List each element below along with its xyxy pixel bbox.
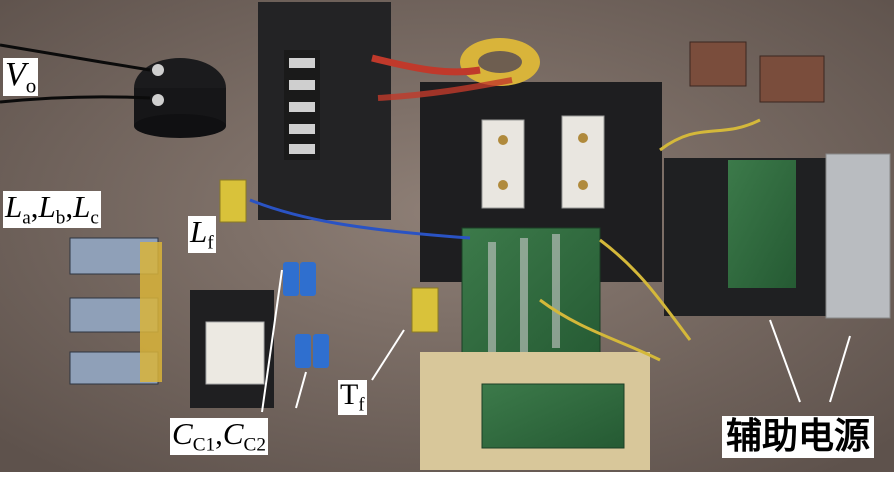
rectifier-module	[205, 321, 265, 385]
psu-mesh	[825, 153, 891, 319]
toroid-inductor	[460, 38, 540, 86]
label-cc1-cc2: CC1,CC2	[170, 416, 268, 456]
cc1-leader	[261, 269, 283, 413]
control-pcb	[481, 383, 625, 449]
terminal-block	[284, 50, 320, 160]
tf-leader	[371, 329, 405, 381]
label-vo: Vo	[3, 56, 39, 98]
label-lf: Lf	[188, 214, 216, 254]
lf-inductor	[219, 179, 247, 223]
label-la-lb-lc: La,Lb,Lc	[3, 189, 101, 229]
aux-leader-2	[829, 335, 851, 403]
aux-leader-1	[769, 319, 801, 403]
aux-transformers	[689, 41, 825, 103]
three-phase-inductors	[69, 237, 162, 385]
label-tf: Tf	[338, 378, 367, 416]
terminal-plate	[258, 2, 391, 220]
output-capacitor	[134, 58, 226, 138]
dc-capacitors	[283, 262, 329, 368]
driver-pcb-stack	[461, 227, 601, 369]
igbt-modules	[481, 115, 605, 209]
aux-pcb	[728, 160, 796, 288]
label-aux-power: 辅助电源	[722, 416, 875, 458]
cc2-leader	[295, 371, 307, 409]
tf-transformer	[411, 287, 439, 333]
